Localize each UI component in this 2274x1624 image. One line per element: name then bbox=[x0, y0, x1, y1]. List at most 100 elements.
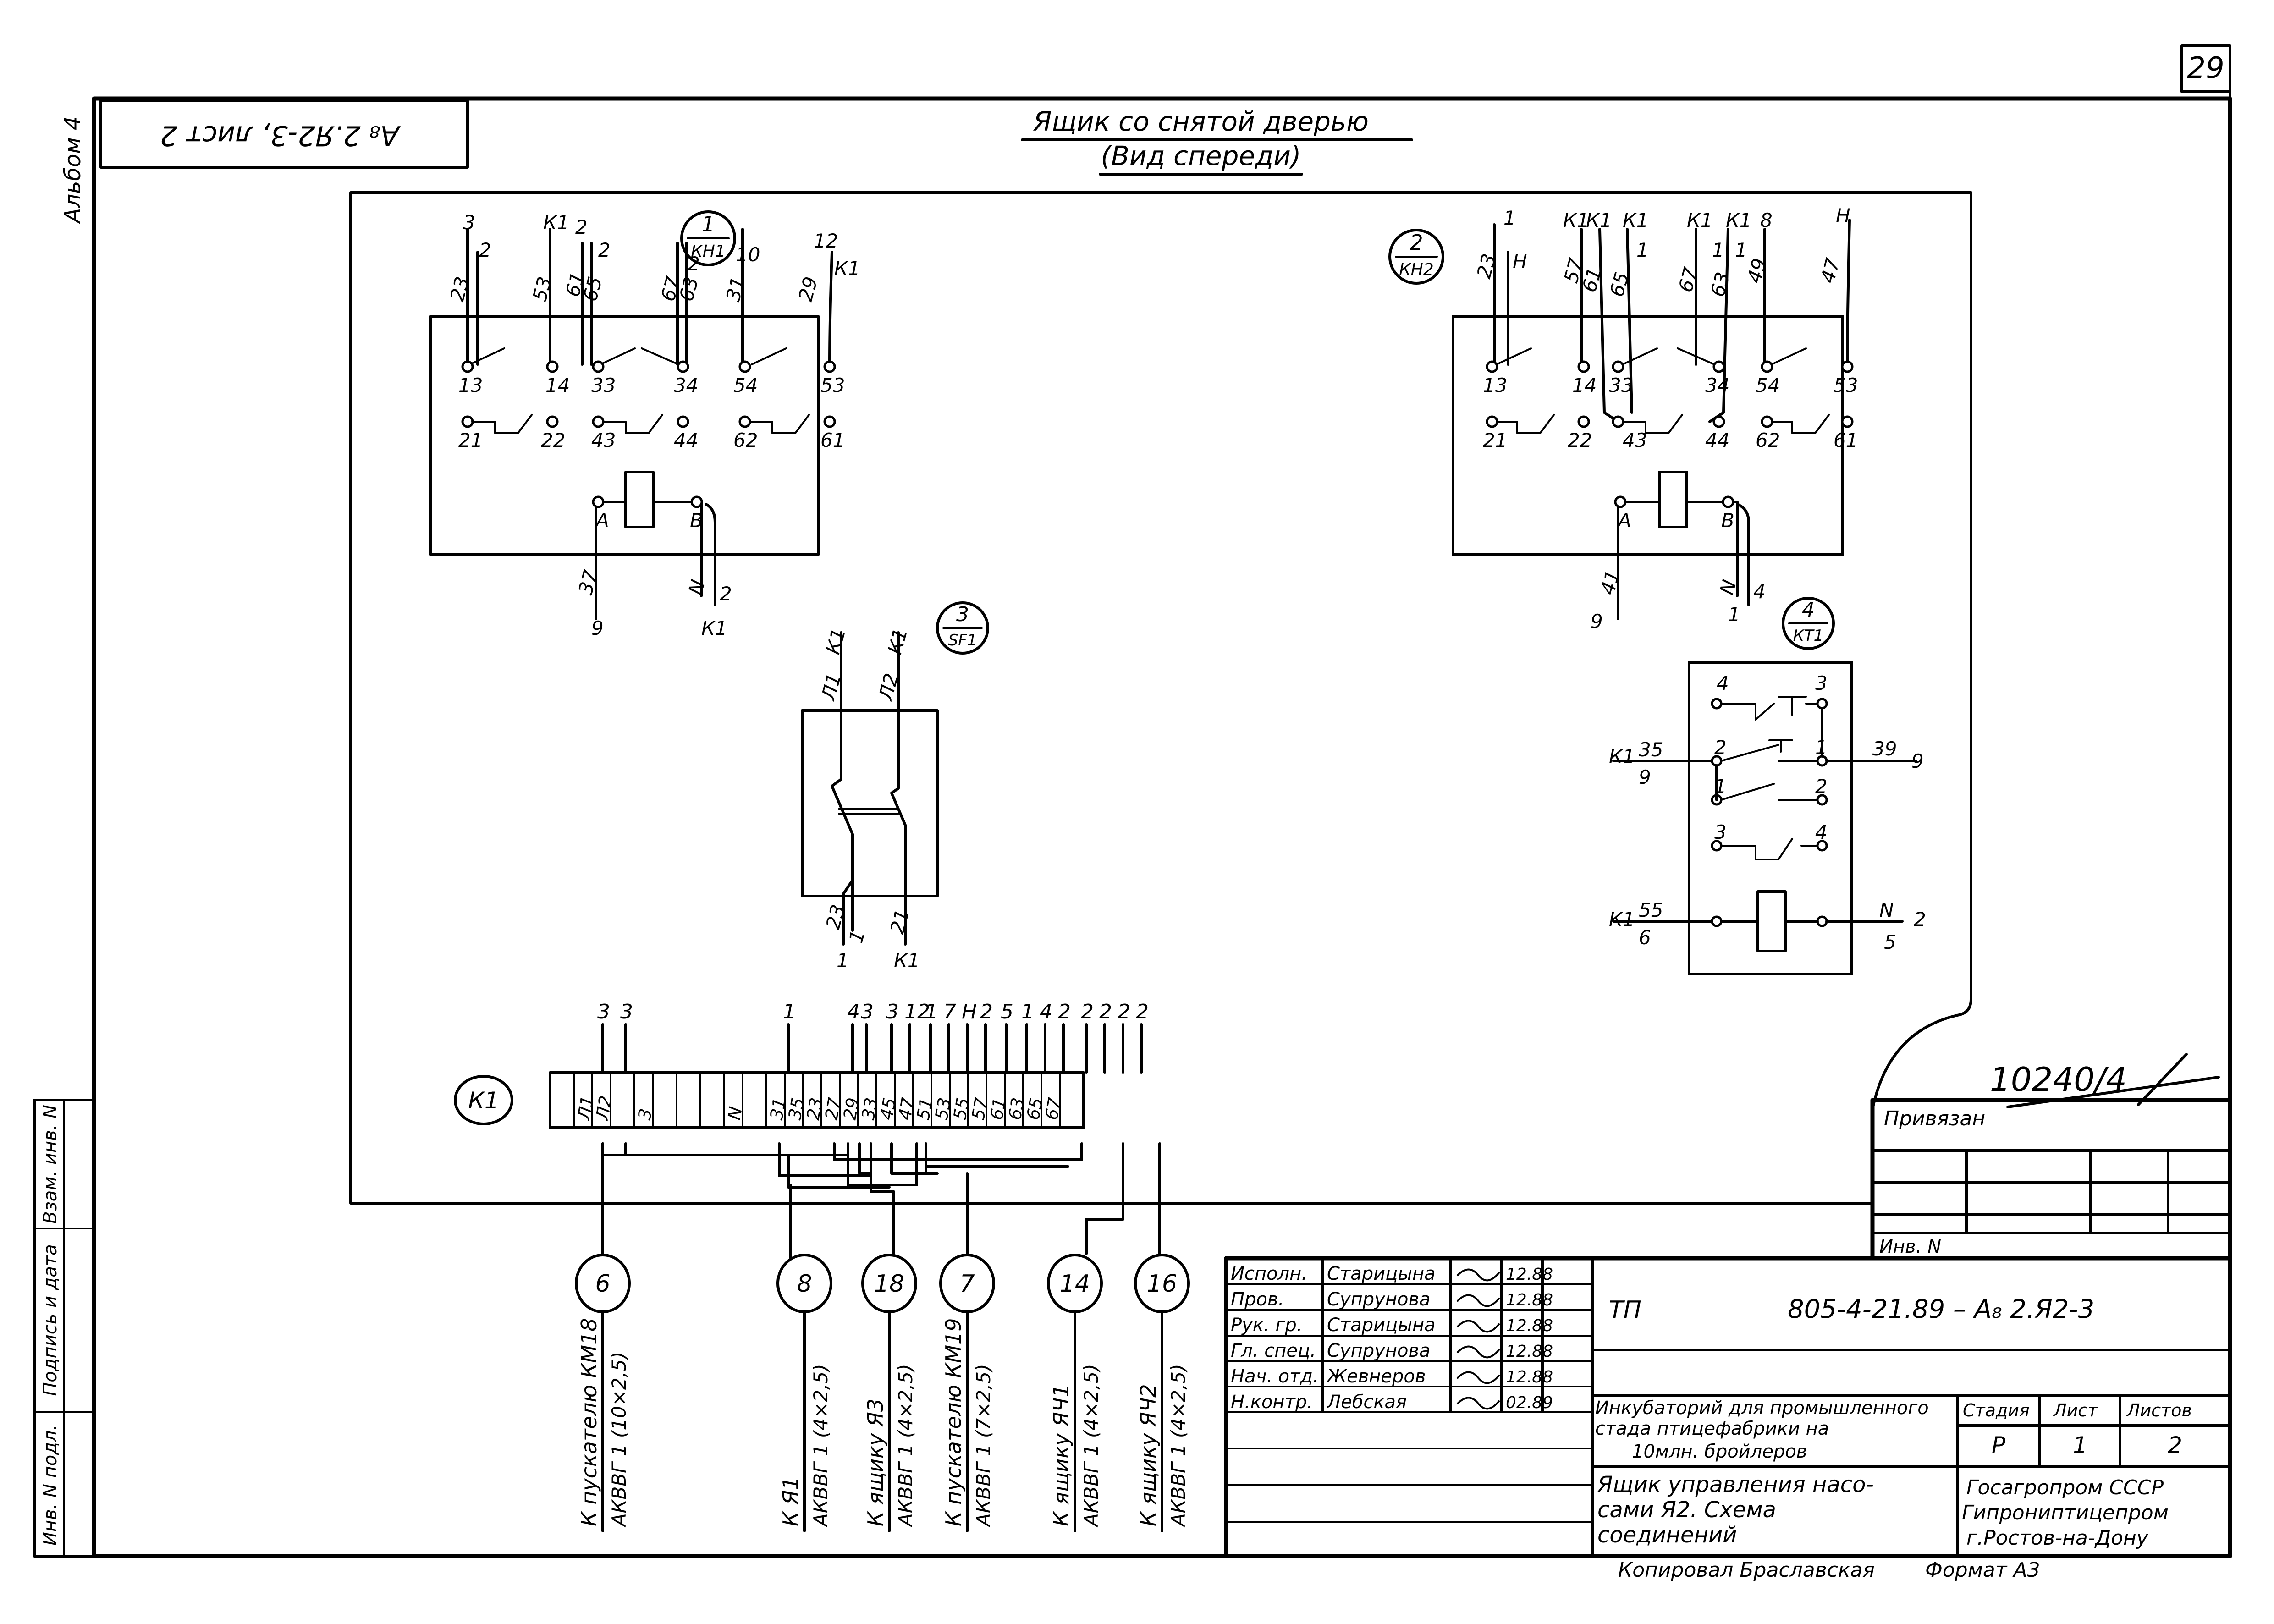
k1-terminal-label: 55 bbox=[950, 1096, 974, 1121]
k1-wire-number: 1 bbox=[783, 1000, 796, 1024]
sf1-bk1: К1 bbox=[894, 949, 920, 972]
k1-wire-number: 2 bbox=[1081, 1000, 1094, 1024]
kn1-mid-23: 23 bbox=[446, 274, 474, 303]
kt1-left-k1: К1 bbox=[1609, 745, 1635, 768]
k1-terminal-label: 51 bbox=[913, 1096, 937, 1121]
kn2-coil-b: В bbox=[1721, 509, 1734, 532]
k1-wire-number: 2 bbox=[1118, 1000, 1130, 1024]
signature-date: 12.88 bbox=[1506, 1316, 1553, 1335]
kt1-right-39: 39 bbox=[1872, 738, 1897, 760]
kn1-wire-2b: 2 bbox=[575, 216, 588, 238]
side-label-inv: Инв. N подл. bbox=[40, 1425, 61, 1546]
copied-by: Копировал Браславская bbox=[1618, 1558, 1875, 1582]
signature-role: Исполн. bbox=[1231, 1263, 1307, 1284]
k1-terminal-label: 47 bbox=[895, 1096, 919, 1121]
k1-tag-circle bbox=[454, 1075, 513, 1125]
k1-wire-number: 7 bbox=[943, 1000, 956, 1024]
project-line-2: стада птицефабрики на bbox=[1595, 1418, 1829, 1439]
kn2-bot-41: 41 bbox=[1596, 567, 1624, 597]
sf1-labels: Л1 Л2 К1 К1 23 1 1 21 К1 bbox=[817, 626, 920, 972]
sf1-b23: 23 bbox=[821, 902, 849, 931]
kn2-wire-1d: 1 bbox=[1735, 239, 1747, 261]
project-line-3: 10млн. бройлеров bbox=[1632, 1441, 1807, 1462]
title-block-text: ТП 805-4-21.89 – А₈ 2.Я2-3 Инкубаторий д… bbox=[1595, 1294, 2192, 1582]
sf1-tag-num: 3 bbox=[956, 603, 969, 626]
kn2-wire-k1e: К1 bbox=[1726, 209, 1752, 231]
kn1-tag-code: КН1 bbox=[691, 242, 726, 261]
sf1-k1a: К1 bbox=[821, 626, 850, 656]
rotated-stamp: А₈ 2.Я2-3, лист 2 bbox=[160, 119, 401, 151]
k1-bus-lines bbox=[601, 1142, 1161, 1260]
signature-date: 02.89 bbox=[1506, 1393, 1553, 1412]
breaker-sf1 bbox=[801, 631, 939, 946]
cable-number: 6 bbox=[595, 1270, 610, 1298]
k1-terminal-label: Л1 bbox=[573, 1094, 598, 1123]
kt1-tag-circle bbox=[1782, 597, 1835, 650]
cable-destination: К ящику ЯЧ2 bbox=[1136, 1384, 1161, 1526]
side-label-replace: Взам. инв. N bbox=[40, 1105, 61, 1224]
kn1-wire-k1a: К1 bbox=[543, 211, 569, 234]
kn2-tag-code: КН2 bbox=[1399, 260, 1434, 279]
kn2-t53: 53 bbox=[1834, 374, 1858, 396]
kt1-c2-1: 1 bbox=[1815, 736, 1828, 759]
binding-box: 10240/4 Привязан Инв. N bbox=[1870, 1053, 2232, 1261]
sheets-value: 2 bbox=[2168, 1432, 2182, 1459]
cable-destination: К пускателю КМ19 bbox=[941, 1318, 966, 1526]
signature-name: Старицына bbox=[1327, 1315, 1436, 1336]
kn2-mid-63: 63 bbox=[1706, 270, 1734, 299]
signature-scribble bbox=[1457, 1320, 1500, 1333]
kn1-t44: 44 bbox=[674, 429, 698, 451]
kn2-wire-k1b: К1 bbox=[1586, 209, 1612, 231]
kn1-mid-53: 53 bbox=[528, 274, 556, 303]
k1-terminal-label: 57 bbox=[968, 1096, 992, 1121]
kn2-bot-9: 9 bbox=[1591, 610, 1603, 633]
binding-label: Привязан bbox=[1884, 1107, 1985, 1130]
kn1-t62: 62 bbox=[733, 429, 758, 451]
k1-wire-number: 2 bbox=[980, 1000, 993, 1024]
kn2-t61: 61 bbox=[1834, 429, 1858, 451]
cable-type: АКВВГ 1 (10×2,5) bbox=[608, 1352, 630, 1528]
kn2-labels: 1 К1 К1 К1 К1 К1 8 Н Н 1 1 1 23 57 61 65… bbox=[1472, 204, 1858, 633]
cabinet-outline bbox=[349, 191, 1972, 1205]
drawing-code: 805-4-21.89 – А₈ 2.Я2-3 bbox=[1788, 1294, 2094, 1324]
org-line-2: Гипрониптицепром bbox=[1962, 1501, 2169, 1525]
kn1-wire-10: 10 bbox=[736, 243, 760, 266]
k1-terminal-label: 35 bbox=[785, 1096, 809, 1121]
kt1-right-9: 9 bbox=[1911, 750, 1924, 772]
kn2-bot-1: 1 bbox=[1728, 603, 1740, 626]
format-label: Формат А3 bbox=[1925, 1558, 2040, 1582]
sf1-b21: 21 bbox=[886, 907, 914, 936]
kn2-t13: 13 bbox=[1483, 374, 1507, 396]
kn2-t54: 54 bbox=[1756, 374, 1780, 396]
sheet-frame bbox=[92, 44, 2232, 1558]
k1-wire-number: 4 bbox=[847, 1000, 860, 1024]
signature-date: 12.88 bbox=[1506, 1342, 1553, 1361]
signature-role: Пров. bbox=[1231, 1289, 1284, 1310]
k1-wire-number: 3 bbox=[861, 1000, 874, 1024]
k1-terminal-label: 61 bbox=[986, 1096, 1010, 1121]
kn1-t53: 53 bbox=[820, 374, 845, 396]
kt1-c3-1: 1 bbox=[1714, 775, 1727, 798]
signature-name: Супрунова bbox=[1327, 1340, 1431, 1361]
kt1-c1-3: 3 bbox=[1815, 672, 1828, 694]
kt1-c3-2: 2 bbox=[1815, 775, 1828, 798]
k1-wire-number: 12 bbox=[904, 1000, 930, 1024]
cable-type: АКВВГ 1 (7×2,5) bbox=[972, 1364, 995, 1528]
cable-number: 14 bbox=[1060, 1270, 1090, 1298]
kn2-t22: 22 bbox=[1568, 429, 1592, 451]
kn1-t13: 13 bbox=[458, 374, 483, 396]
kn1-t43: 43 bbox=[591, 429, 616, 451]
k1-terminal-label: 63 bbox=[1005, 1096, 1029, 1121]
k1-wire-number: 3 bbox=[597, 1000, 610, 1024]
sheet-label: Лист bbox=[2053, 1400, 2098, 1420]
sf1-tag-circle bbox=[936, 601, 989, 655]
kn1-coil-b: В bbox=[690, 509, 703, 532]
kn2-t44: 44 bbox=[1705, 429, 1729, 451]
signature-role: Гл. спец. bbox=[1231, 1340, 1316, 1361]
kn1-bot-9: 9 bbox=[591, 617, 604, 639]
kn1-wire-12: 12 bbox=[814, 230, 838, 252]
kn1-bot-2: 2 bbox=[720, 583, 732, 605]
kn1-bot-37: 37 bbox=[574, 567, 602, 597]
k1-wire-number: 1 bbox=[1021, 1000, 1034, 1024]
